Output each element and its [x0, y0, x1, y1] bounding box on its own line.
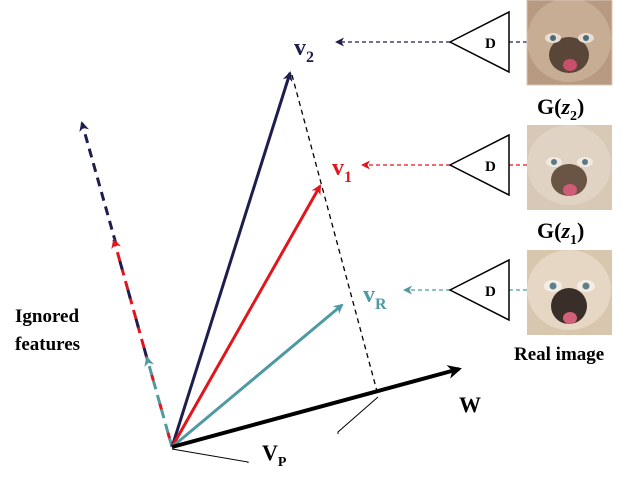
generated-image-z2: [526, 0, 613, 86]
vp-brace: [171, 396, 379, 463]
generated-image-z2-caption: G(z2): [537, 94, 584, 124]
projection-line: [291, 74, 379, 396]
svg-text:D: D: [485, 159, 496, 175]
ignored-component-navy: [79, 121, 118, 245]
generated-image-z1: [527, 125, 612, 210]
vector-v2: [170, 71, 293, 448]
discriminator-1: D: [448, 10, 510, 74]
label-w: W: [459, 392, 481, 417]
svg-text:D: D: [485, 36, 496, 52]
label-vp: VP: [262, 440, 287, 470]
real-image-caption: Real image: [514, 344, 604, 365]
ignored-component-teal: [144, 356, 174, 448]
svg-text:G(z1): G(z1): [537, 218, 584, 248]
discriminator-2: D: [448, 133, 510, 197]
ignored-features-label: Ignored: [15, 306, 79, 327]
generated-image-z1-caption: G(z1): [537, 218, 584, 248]
label-v1: v1: [332, 155, 352, 186]
vector-vr: [171, 303, 344, 449]
vector-v1: [170, 184, 322, 448]
label-vr: vR: [363, 282, 387, 313]
discriminator-3: D: [448, 258, 510, 322]
svg-text:D: D: [485, 284, 496, 300]
real-image: [527, 250, 612, 335]
label-v2: v2: [294, 35, 314, 66]
vector-w: [171, 365, 462, 449]
svg-text:G(z2): G(z2): [537, 94, 584, 124]
ignored-component-red: [111, 238, 150, 363]
ignored-features-label-2: features: [15, 334, 80, 355]
